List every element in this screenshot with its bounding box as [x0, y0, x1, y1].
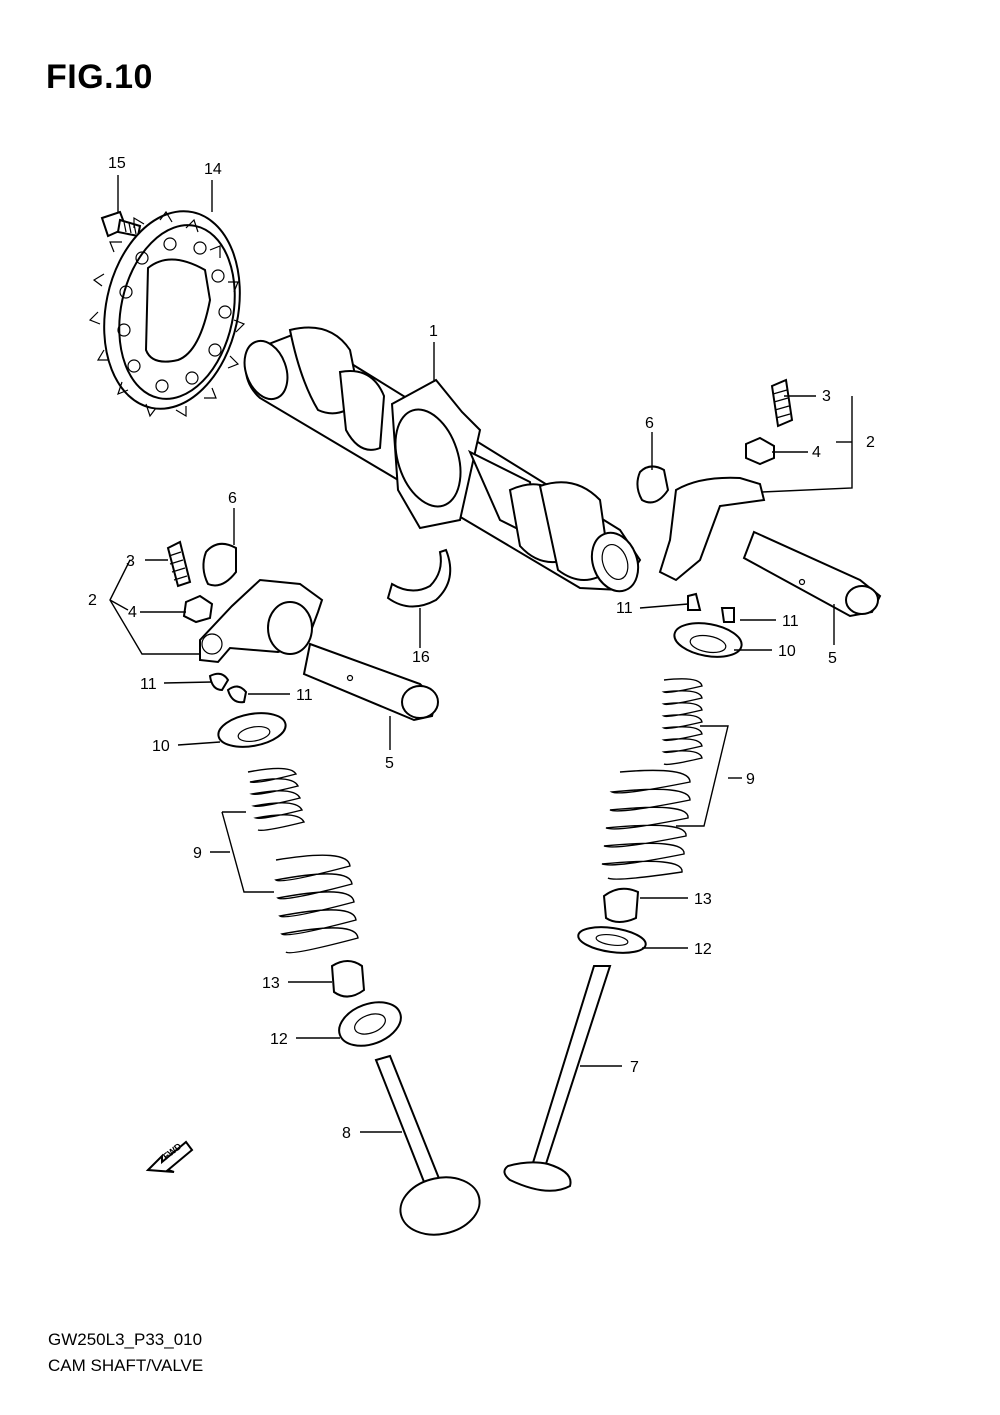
exhaust-valve-7	[503, 965, 612, 1192]
callout-8: 8	[342, 1125, 351, 1142]
callout-4-left: 4	[128, 604, 137, 621]
left-spring-seat-12	[338, 1001, 402, 1047]
callout-10-left: 10	[152, 738, 170, 755]
callout-12-left: 12	[270, 1031, 288, 1048]
camshaft-1	[243, 326, 642, 593]
figure-code: GW250L3_P33_010	[48, 1330, 203, 1349]
left-valve-spring-9	[247, 767, 359, 954]
callout-9-right: 9	[746, 771, 755, 788]
intake-valve-8	[374, 1054, 481, 1236]
callout-3-left: 3	[126, 553, 135, 570]
cam-sprocket-14	[88, 210, 246, 418]
leader-lines	[109, 175, 853, 1133]
callout-2-right: 2	[866, 434, 875, 451]
right-spring-seat-12	[577, 926, 647, 954]
callout-11-left-a: 11	[140, 676, 157, 693]
callout-12-right: 12	[694, 941, 712, 958]
callout-11-right-a: 11	[616, 600, 633, 617]
callout-13-right: 13	[694, 891, 712, 908]
callout-2-left: 2	[88, 592, 97, 609]
figure-caption: CAM SHAFT/VALVE	[48, 1356, 204, 1375]
left-valve-seal-13	[330, 960, 366, 998]
figure-title: FIG.10	[46, 58, 153, 96]
callout-5-right: 5	[828, 650, 837, 667]
callout-7: 7	[630, 1059, 639, 1076]
callout-1: 1	[429, 323, 438, 340]
callout-14: 14	[204, 161, 222, 178]
callout-13-left: 13	[262, 975, 280, 992]
callout-6-left: 6	[228, 490, 237, 507]
right-rocker-assembly	[636, 378, 882, 658]
callout-numbers: 15 14 1 3 4 2 6 6 3 2 4 16 11 11 10 5 11…	[88, 155, 875, 1142]
callout-10-right: 10	[778, 643, 796, 660]
plate-16	[386, 548, 452, 608]
callout-9-left: 9	[193, 845, 202, 862]
callout-16: 16	[412, 649, 430, 666]
right-valve-seal-13	[602, 887, 640, 923]
callout-11-right-b: 11	[782, 613, 799, 630]
fwd-arrow-icon: FWD	[145, 1140, 194, 1173]
right-valve-spring-9	[601, 678, 703, 880]
callout-6-right: 6	[645, 415, 654, 432]
left-rocker-assembly	[166, 540, 439, 748]
callout-11-left-b: 11	[296, 687, 313, 704]
callout-3-right: 3	[822, 388, 831, 405]
callout-4-right: 4	[812, 444, 821, 461]
callout-5-left: 5	[385, 755, 394, 772]
callout-15: 15	[108, 155, 126, 172]
